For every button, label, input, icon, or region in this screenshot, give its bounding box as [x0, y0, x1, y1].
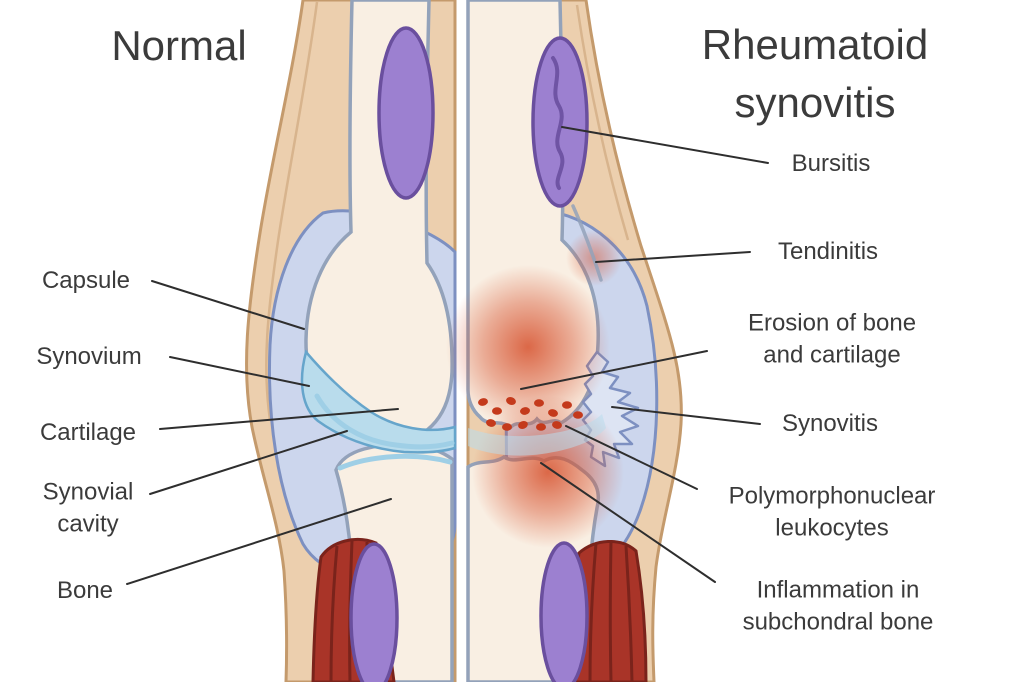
label-tendinitis: Tendinitis: [777, 238, 879, 266]
leader-inflammation: [540, 462, 716, 583]
leader-synovitis: [611, 406, 761, 425]
leader-synovial-cavity: [149, 430, 348, 495]
title-rheumatoid-synovitis: Rheumatoid synovitis: [701, 21, 929, 126]
leader-bone: [126, 498, 392, 585]
bursitis-texture-line: [551, 56, 565, 190]
leader-lines: [126, 126, 769, 585]
prepatellar-bursa: [377, 26, 435, 200]
inflamed-tendon: [571, 204, 603, 282]
cartilage-tibia: [337, 453, 453, 471]
leader-erosion: [520, 350, 708, 390]
infrapatellar-bursa: [349, 542, 399, 682]
leader-cartilage: [159, 408, 399, 430]
skin-fold-line: [575, 4, 630, 241]
label-bone: Bone: [56, 577, 114, 605]
synovial-fluid: [300, 349, 457, 454]
skin-fold-line: [265, 1, 319, 421]
leader-bursitis: [561, 126, 769, 164]
label-synovium: Synovium: [36, 343, 142, 371]
label-synovial-cavity: Synovial cavity: [42, 478, 134, 537]
label-capsule: Capsule: [41, 267, 131, 295]
label-inflammation-in-subchondral-bone: Inflammation in subchondral bone: [742, 576, 934, 635]
infrapatellar-bursa: [539, 541, 589, 682]
inflammation-glow-femur: [446, 265, 610, 429]
leader-tendinitis: [595, 251, 751, 263]
leader-capsule: [151, 280, 305, 330]
label-polymorphonuclear-leukocytes: Polymorphonuclear leukocytes: [728, 482, 936, 541]
rheumatoid-knee: [446, 0, 683, 682]
label-erosion-of-bone-and-cartilage: Erosion of bone and cartilage: [747, 309, 917, 368]
title-normal: Normal: [111, 22, 247, 70]
label-synovitis: Synovitis: [781, 410, 879, 438]
leukocyte-dots: [478, 397, 583, 431]
leader-synovium: [169, 356, 310, 387]
label-bursitis: Bursitis: [791, 150, 871, 178]
inflamed-joint-space: [468, 414, 606, 456]
normal-knee: [245, 0, 457, 682]
leader-leukocytes: [565, 425, 698, 490]
label-cartilage: Cartilage: [39, 419, 137, 447]
